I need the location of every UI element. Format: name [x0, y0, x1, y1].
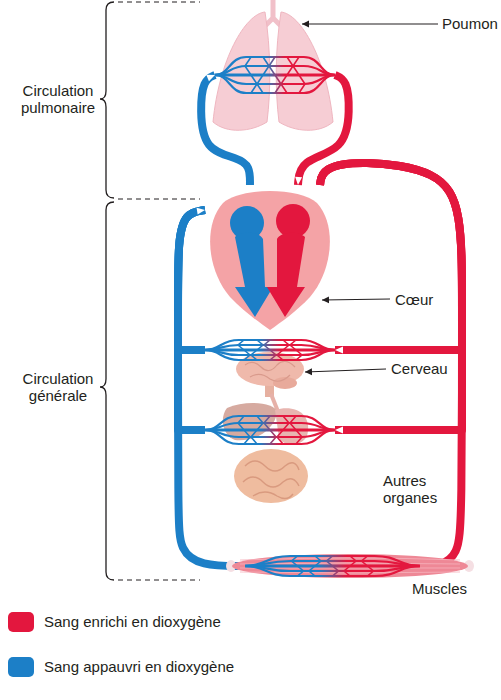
organ-node: Autres organes — [205, 400, 335, 505]
brain-folds — [245, 361, 295, 381]
capillary — [281, 57, 293, 93]
legend-label: Sang appauvri en dioxygène — [44, 658, 234, 675]
organ-illustration — [205, 335, 335, 395]
capillary — [205, 416, 335, 430]
blood-vessel — [320, 163, 462, 350]
capillary — [269, 57, 281, 93]
organ-illustration — [205, 185, 335, 330]
leader-line — [322, 299, 390, 300]
leader-line — [302, 23, 438, 24]
capillary — [245, 556, 420, 566]
left-ventricle — [267, 233, 305, 317]
capillary — [238, 340, 250, 360]
stomach — [275, 408, 308, 444]
trachea — [265, 0, 281, 26]
capillary — [277, 416, 289, 444]
organ-label: Cœur — [395, 291, 455, 308]
dashed-limit — [118, 580, 200, 581]
leader-line — [305, 369, 386, 372]
capillary-network — [215, 57, 335, 93]
organ-node: Cœur — [205, 185, 335, 330]
organ-node: Cerveau — [205, 335, 335, 395]
capillary — [238, 416, 250, 444]
legend-swatch — [8, 657, 34, 677]
blood-vessel — [320, 163, 462, 430]
capillary-network — [245, 556, 420, 576]
organ-label: Muscles — [412, 580, 482, 597]
capillary — [290, 340, 302, 360]
dashed-limit — [118, 2, 200, 3]
capillary — [205, 350, 335, 360]
capillary — [344, 556, 356, 576]
intestine — [234, 449, 308, 503]
organ-illustration — [245, 548, 420, 584]
capillary-network — [205, 340, 335, 360]
capillary-network — [205, 416, 335, 444]
capillary — [327, 556, 339, 576]
organ-node: Muscles — [245, 548, 420, 584]
section-label: Circulation générale — [12, 370, 104, 404]
capillary — [215, 75, 335, 93]
left-lung — [213, 12, 270, 130]
capillary — [264, 340, 276, 360]
right-ventricle — [235, 233, 273, 317]
legend-swatch — [8, 612, 34, 632]
organ-label: Autres organes — [383, 472, 449, 506]
organ-illustration — [205, 400, 335, 505]
curly-bracket — [100, 202, 114, 580]
capillary — [362, 556, 374, 576]
organ-label: Poumon — [442, 15, 501, 32]
muscle-fibre — [240, 568, 460, 569]
capillary — [251, 416, 263, 444]
capillary — [264, 416, 276, 444]
capillary — [245, 57, 257, 93]
capillary — [251, 340, 263, 360]
liver — [223, 403, 277, 440]
blood-vessel — [320, 163, 462, 566]
heart-shape — [210, 191, 330, 330]
section-label: Circulation pulmonaire — [12, 82, 104, 116]
dashed-limit — [118, 199, 200, 200]
capillary — [309, 556, 321, 576]
capillary — [292, 556, 304, 576]
capillary — [205, 430, 335, 444]
organ-illustration — [215, 0, 335, 140]
capillary — [290, 416, 302, 444]
capillary — [277, 340, 289, 360]
capillary — [257, 57, 269, 93]
muscle-shape — [232, 554, 468, 578]
legend-label: Sang enrichi en dioxygène — [44, 613, 221, 630]
capillary — [245, 566, 420, 576]
intestine-loops — [243, 461, 299, 499]
curly-bracket — [100, 2, 114, 198]
organ-label: Cerveau — [391, 360, 461, 377]
organ-node: Poumon — [215, 0, 335, 140]
capillary — [205, 340, 335, 350]
capillary — [293, 57, 305, 93]
capillary — [215, 57, 335, 75]
